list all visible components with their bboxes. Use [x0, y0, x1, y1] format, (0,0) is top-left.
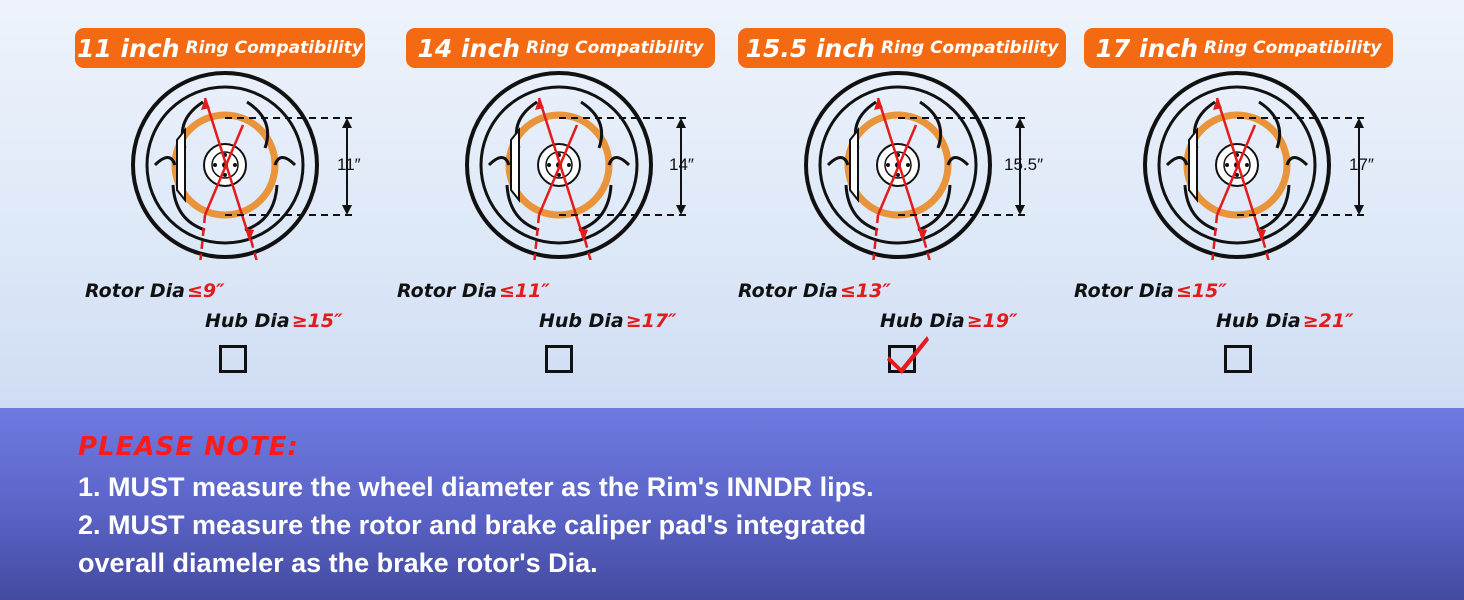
ring-label: Ring Compatibility — [526, 38, 704, 58]
hub-dia-text: Hub Dia — [1216, 310, 1301, 332]
wheel-diagram: 11″ — [131, 71, 361, 260]
hub-dia-value: ≥15″ — [291, 310, 343, 332]
size-label: 14 inch — [417, 33, 521, 63]
hub-dia-text: Hub Dia — [205, 310, 290, 332]
size-badge: 11 inch Ring Compatibility — [75, 28, 365, 68]
note-section: PLEASE NOTE: 1. MUST measure the wheel d… — [0, 408, 1464, 600]
note-title: PLEASE NOTE: — [78, 432, 299, 462]
hub-dia-label: Hub Dia≥21″ — [1216, 310, 1354, 332]
rotor-dia-value: ≤11″ — [498, 280, 550, 302]
ring-label: Ring Compatibility — [880, 38, 1059, 58]
hub-dia-text: Hub Dia — [539, 310, 624, 332]
size-badge: 15.5 inch Ring Compatibility — [738, 28, 1066, 68]
size-label: 17 inch — [1095, 33, 1199, 63]
size-badge: 14 inch Ring Compatibility — [406, 28, 715, 68]
note-line-2: 2. MUST measure the rotor and brake cali… — [78, 510, 867, 540]
hub-dia-value: ≥21″ — [1302, 310, 1354, 332]
size-badge: 17 inch Ring Compatibility — [1084, 28, 1393, 68]
ring-label: Ring Compatibility — [185, 38, 363, 58]
rotor-dia-value: ≤9″ — [186, 280, 225, 302]
panel-15-5-inch: 15.5 inch Ring Compatibility — [728, 0, 1068, 408]
hub-dia-label: Hub Dia≥15″ — [205, 310, 343, 332]
rotor-dia-label: Rotor Dia≤11″ — [397, 280, 550, 302]
rotor-dia-value: ≤15″ — [1175, 280, 1227, 302]
dimension-label: 14″ — [669, 155, 694, 174]
wheel-diagram: 15.5″ — [804, 71, 1043, 260]
note-line-1: 1. MUST measure the wheel diameter as th… — [78, 472, 874, 502]
wheel-drawing — [1143, 71, 1365, 260]
wheel-diagram: 17″ — [1143, 71, 1374, 260]
wheel-diagram: 14″ — [465, 71, 694, 260]
rotor-dia-label: Rotor Dia≤15″ — [1074, 280, 1227, 302]
dimension-label: 11″ — [337, 155, 361, 174]
hub-dia-text: Hub Dia — [880, 310, 965, 332]
dimension-label: 17″ — [1349, 155, 1374, 174]
panel-17-inch: 17 inch Ring Compatibility — [1067, 0, 1407, 408]
compatibility-checkbox[interactable] — [1224, 345, 1252, 373]
wheel-drawing — [131, 71, 353, 260]
rotor-dia-text: Rotor Dia — [397, 280, 497, 302]
note-line-3: overall diameler as the brake rotor's Di… — [78, 548, 598, 578]
panel-14-inch: 14 inch Ring Compatibility — [389, 0, 729, 408]
compatibility-checkbox[interactable] — [219, 345, 247, 373]
rotor-dia-text: Rotor Dia — [738, 280, 838, 302]
size-label: 11 inch — [77, 33, 180, 63]
compatibility-section: 11 inch Ring Compatibility — [0, 0, 1464, 408]
hub-dia-label: Hub Dia≥17″ — [539, 310, 677, 332]
wheel-drawing — [465, 71, 687, 260]
compatibility-checkbox[interactable] — [887, 336, 929, 374]
compatibility-checkbox[interactable] — [545, 345, 573, 373]
rotor-dia-label: Rotor Dia≤9″ — [85, 280, 225, 302]
rotor-dia-text: Rotor Dia — [1074, 280, 1174, 302]
size-label: 15.5 inch — [745, 33, 875, 63]
rotor-dia-value: ≤13″ — [839, 280, 891, 302]
hub-dia-value: ≥17″ — [625, 310, 677, 332]
dimension-label: 15.5″ — [1004, 155, 1043, 174]
ring-label: Ring Compatibility — [1204, 38, 1382, 58]
rotor-dia-text: Rotor Dia — [85, 280, 185, 302]
panel-11-inch: 11 inch Ring Compatibility — [55, 0, 395, 408]
checkmark-icon — [887, 336, 929, 374]
wheel-drawing — [804, 71, 1026, 260]
hub-dia-value: ≥19″ — [966, 310, 1018, 332]
hub-dia-label: Hub Dia≥19″ — [880, 310, 1018, 332]
rotor-dia-label: Rotor Dia≤13″ — [738, 280, 891, 302]
